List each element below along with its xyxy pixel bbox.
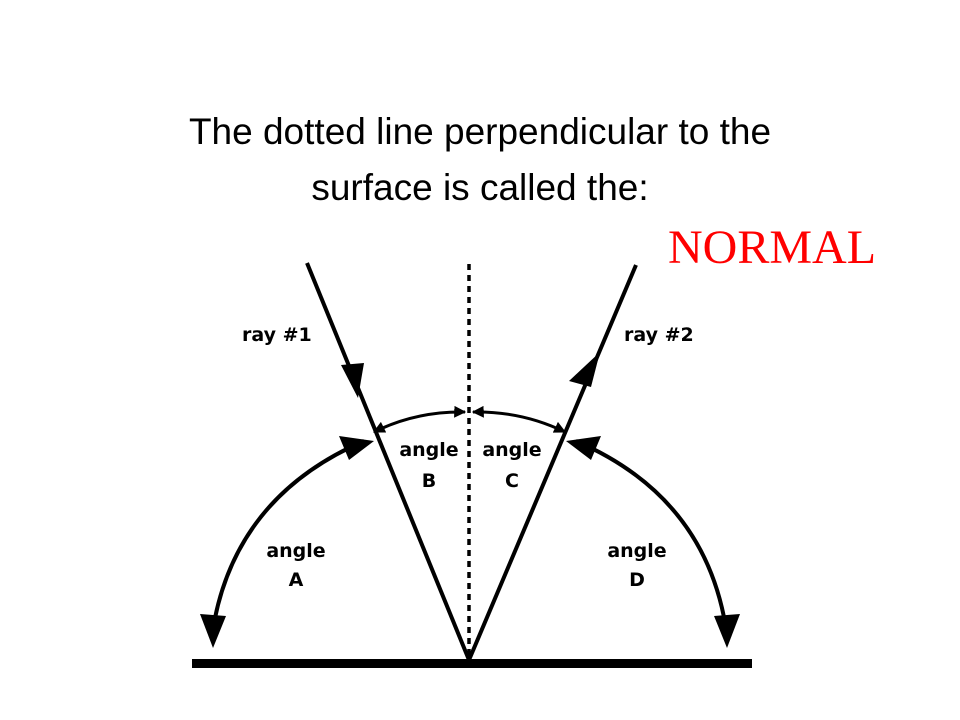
angle-c-letter: C — [505, 470, 519, 492]
ray-2-label: ray #2 — [624, 324, 694, 346]
angle-b-letter: B — [422, 470, 436, 492]
angle-b-arc — [372, 405, 467, 434]
angle-a-bottom-arrowhead — [200, 614, 226, 648]
angle-d-arc — [575, 439, 729, 636]
ray-2-line — [467, 264, 638, 661]
ray-2-arrowhead — [569, 352, 600, 387]
slide-title: The dotted line perpendicular to the sur… — [100, 104, 860, 216]
title-line-2: surface is called the: — [311, 167, 649, 208]
angle-d-bottom-arrowhead — [714, 614, 740, 648]
angle-d-word: angle — [607, 540, 666, 562]
answer-text: NORMAL — [668, 221, 877, 274]
ray-1-label: ray #1 — [242, 324, 312, 346]
angle-a-letter: A — [289, 569, 304, 591]
angle-d-top-arrowhead — [566, 436, 601, 460]
reflecting-surface — [192, 659, 752, 668]
ray-1-arrowhead — [341, 363, 364, 398]
title-line-1: The dotted line perpendicular to the — [188, 111, 772, 152]
angle-c-word: angle — [482, 439, 541, 461]
angle-a-top-arrowhead — [339, 436, 374, 460]
angle-d-letter: D — [629, 569, 645, 591]
angle-a-arc — [210, 439, 365, 636]
ray-1-line — [305, 262, 471, 661]
angle-b-word: angle — [399, 439, 458, 461]
angle-c-arc — [471, 405, 567, 434]
angle-a-word: angle — [266, 540, 325, 562]
